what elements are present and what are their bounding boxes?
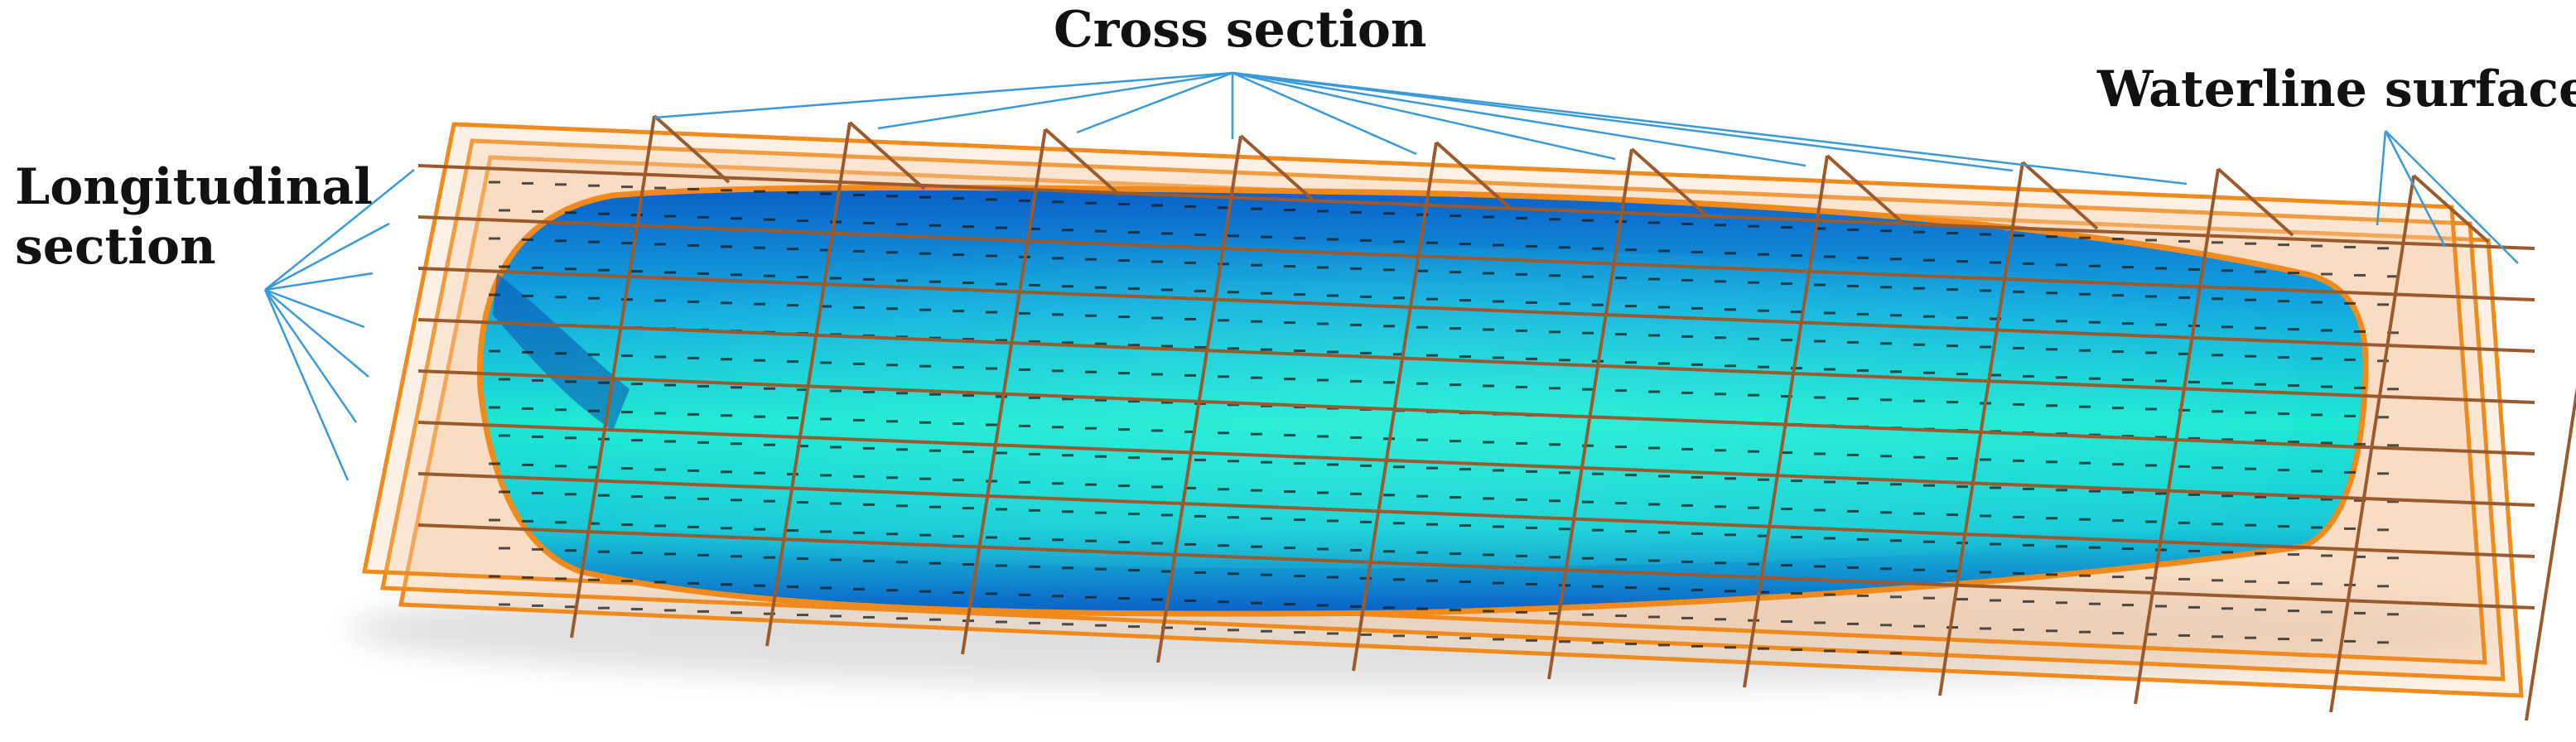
cross-section-leader-line <box>877 71 1233 130</box>
cross-section-line <box>2329 175 2415 713</box>
longitudinal-section-lines <box>417 164 2535 610</box>
waterline-surface-label: Waterline surface <box>2097 60 2576 118</box>
cross-section-label: Cross section <box>1054 1 1427 59</box>
longitudinal-section-line <box>417 215 2535 301</box>
cross-section-diagonal <box>2217 167 2294 237</box>
cross-section-diagonal <box>1435 141 1512 210</box>
cross-section-leader-line <box>1232 71 2014 172</box>
longitudinal-section-line <box>417 421 2535 507</box>
cross-section-leader-line <box>1232 71 1417 156</box>
longitudinal-section-leader-line <box>264 289 369 378</box>
longitudinal-section-leader-line <box>263 289 350 481</box>
cross-section-line <box>961 128 1047 655</box>
cross-section-diagonal <box>2021 161 2099 230</box>
cross-section-diagonal <box>1239 134 1317 204</box>
longitudinal-section-leader-line <box>264 272 374 292</box>
cross-section-line <box>765 122 851 647</box>
cross-section-line <box>2525 386 2576 721</box>
longitudinal-section-line <box>417 164 2535 250</box>
cross-section-line <box>570 115 656 638</box>
cross-section-leader-line <box>1076 71 1233 134</box>
waterline-surface-leader-line <box>2384 130 2447 248</box>
cross-section-leader-lines <box>654 71 2188 186</box>
cross-section-diagonal <box>1044 128 1122 197</box>
cross-section-diagonal <box>2412 174 2490 243</box>
cross-section-diagonal <box>653 114 731 184</box>
cross-section-leader-line <box>1232 71 2188 186</box>
cross-section-diagonal <box>848 121 926 190</box>
longitudinal-section-line <box>417 523 2535 610</box>
longitudinal-section-line <box>417 472 2535 558</box>
cross-section-line <box>2134 168 2220 705</box>
cross-section-diagonal <box>1630 147 1708 217</box>
waterline-surface-leader-line <box>2385 130 2519 264</box>
cross-section-lines <box>570 114 2576 721</box>
cross-section-leader-line <box>1232 71 1616 161</box>
cross-section-diagonal <box>1826 154 1903 224</box>
cross-section-leader-line <box>1232 71 1807 167</box>
cross-section-line <box>1547 148 1633 680</box>
longitudinal-label-line2: section <box>15 218 216 276</box>
longitudinal-label-line1: Longitudinal <box>15 158 373 216</box>
hull-inner-glow <box>572 240 2297 569</box>
longitudinal-section-line <box>417 267 2535 353</box>
longitudinal-section-line <box>417 318 2535 404</box>
longitudinal-section-leader-lines <box>263 169 415 481</box>
cross-section-line <box>1352 142 1438 672</box>
longitudinal-section-leader-line <box>264 169 415 291</box>
cross-section-line <box>1938 161 2024 696</box>
cross-section-line <box>1743 155 1829 688</box>
longitudinal-section-leader-line <box>264 288 365 329</box>
cross-section-line <box>1156 135 1242 663</box>
longitudinal-section-leader-line <box>263 289 358 423</box>
longitudinal-section-line <box>417 369 2535 455</box>
waterline-surface-leader-lines <box>2376 130 2519 264</box>
hull-bow-shade <box>493 273 630 431</box>
cross-section-leader-line <box>654 71 1233 119</box>
waterline-surface-leader-line <box>2376 130 2387 226</box>
longitudinal-section-label: Longitudinal section <box>15 157 373 277</box>
longitudinal-section-leader-line <box>264 222 390 292</box>
